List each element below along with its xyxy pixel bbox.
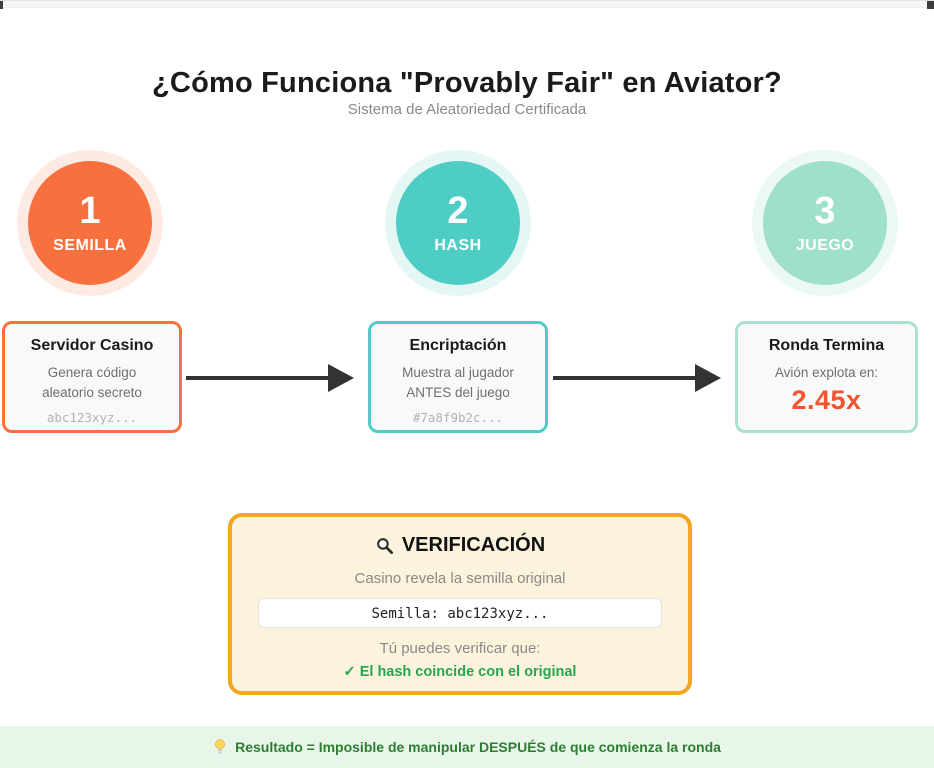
flow-row: Servidor Casino Genera código aleatorio … — [0, 321, 934, 437]
step-label: HASH — [434, 236, 482, 254]
result-bar: Resultado = Imposible de manipular DESPU… — [0, 726, 934, 768]
step-label: SEMILLA — [53, 236, 127, 254]
browser-top-strip — [0, 0, 934, 9]
step-number: 3 — [814, 189, 836, 232]
multiplier-value: 2.45x — [791, 384, 862, 415]
verify-label: Tú puedes verificar que: — [379, 640, 541, 657]
verification-title-row: VERIFICACIÓN — [232, 534, 688, 557]
flow-box-text: Muestra al jugador — [402, 365, 514, 380]
seed-code-preview: abc123xyz... — [46, 410, 138, 426]
flow-box-ronda-termina: Ronda Termina Avión explota en: 2.45x — [735, 321, 918, 433]
top-right-corner-mark — [927, 1, 934, 9]
verification-card: VERIFICACIÓN Casino revela la semilla or… — [228, 513, 692, 695]
flow-box-text: Genera código — [47, 365, 137, 380]
flow-box-text: ANTES del juego — [406, 384, 510, 400]
hash-check-text: ✓ El hash coincide con el original — [343, 664, 577, 680]
flow-arrow-1 — [186, 364, 354, 392]
result-text: Resultado = Imposible de manipular DESPU… — [235, 739, 721, 755]
flow-box-servidor-casino: Servidor Casino Genera código aleatorio … — [2, 321, 182, 433]
flow-box-title: Servidor Casino — [30, 337, 154, 354]
step-label: JUEGO — [795, 236, 855, 254]
flow-box-text: aleatorio secreto — [42, 384, 142, 400]
verification-title: VERIFICACIÓN — [401, 534, 546, 556]
step-circle-juego: 3 JUEGO — [763, 161, 887, 285]
step-halo-semilla: 1 SEMILLA — [17, 150, 163, 296]
flow-box-text: Avión explota en: — [774, 365, 879, 380]
step-number: 1 — [79, 189, 101, 232]
flow-box-encriptacion: Encriptación Muestra al jugador ANTES de… — [368, 321, 548, 433]
flow-box-title: Ronda Termina — [768, 337, 885, 354]
step-halo-hash: 2 HASH — [385, 150, 531, 296]
flow-box-title: Encriptación — [409, 337, 507, 354]
step-halo-juego: 3 JUEGO — [752, 150, 898, 296]
flow-arrow-2 — [553, 364, 721, 392]
step-circle-hash: 2 HASH — [396, 161, 520, 285]
page-subtitle: Sistema de Aleatoriedad Certificada — [347, 101, 587, 118]
lightbulb-icon — [213, 738, 227, 756]
page-title: ¿Cómo Funciona "Provably Fair" en Aviato… — [152, 67, 782, 100]
top-left-corner-mark — [0, 1, 3, 9]
seed-field[interactable]: Semilla: abc123xyz... — [258, 598, 662, 628]
verification-subtitle: Casino revela la semilla original — [354, 570, 566, 587]
magnifier-icon — [375, 536, 394, 555]
steps-row: 1 SEMILLA 2 HASH 3 JUEGO — [0, 150, 934, 298]
step-circle-semilla: 1 SEMILLA — [28, 161, 152, 285]
hash-code-preview: #7a8f9b2c... — [412, 410, 504, 426]
step-number: 2 — [447, 189, 469, 232]
